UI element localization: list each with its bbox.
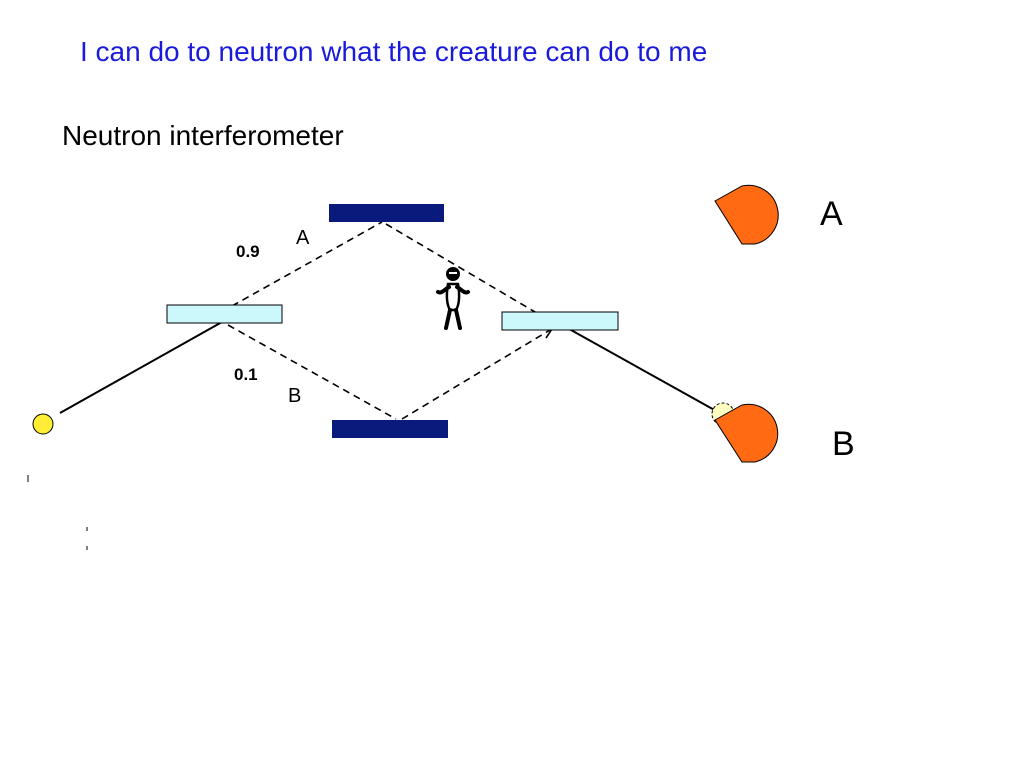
- slide-title: I can do to neutron what the creature ca…: [80, 36, 708, 67]
- neutron-source-icon: [32, 413, 54, 435]
- lower-path-1: [227, 324, 397, 420]
- path-b-label: B: [288, 385, 301, 407]
- detector-b-icon: [714, 403, 779, 463]
- upper-mirror: [329, 204, 444, 222]
- lower-mirror: [332, 420, 448, 438]
- beam-splitter-left: [166, 304, 283, 324]
- incoming-beam: [59, 321, 223, 414]
- detector-a-label: A: [820, 195, 843, 233]
- detector-a-icon: [714, 184, 779, 245]
- lower-path-2: [401, 329, 551, 420]
- outgoing-beam: [561, 324, 719, 413]
- upper-path-2: [385, 223, 553, 323]
- upper-path-1: [231, 221, 383, 307]
- probability-lower-label: 0.1: [234, 365, 258, 384]
- beam-splitter-right: [501, 311, 619, 331]
- stick-creature-icon: [436, 267, 470, 330]
- probability-upper-label: 0.9: [236, 242, 260, 261]
- path-a-label: A: [296, 227, 310, 249]
- diagram-subtitle: Neutron interferometer: [62, 120, 344, 151]
- detector-b-label: B: [832, 425, 855, 463]
